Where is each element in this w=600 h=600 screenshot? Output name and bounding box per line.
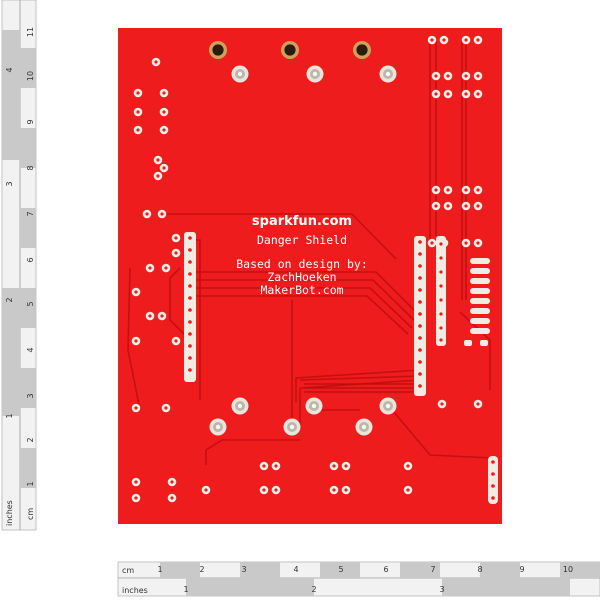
board-name-label: Danger Shield: [257, 233, 347, 247]
svg-text:6: 6: [383, 565, 388, 574]
chip-pin-strip: [414, 236, 446, 396]
svg-text:3: 3: [5, 181, 14, 186]
svg-text:inches: inches: [122, 586, 148, 595]
svg-text:cm: cm: [122, 566, 134, 575]
svg-text:3: 3: [26, 393, 35, 398]
svg-text:6: 6: [26, 257, 35, 262]
hex-nut: [209, 41, 227, 59]
svg-text:10: 10: [26, 71, 35, 81]
svg-text:5: 5: [338, 565, 343, 574]
svg-text:8: 8: [26, 165, 35, 170]
svg-text:4: 4: [5, 67, 14, 72]
pcb-traces: [127, 40, 493, 465]
hex-nut: [353, 41, 371, 59]
svg-text:2: 2: [5, 297, 14, 302]
credit-line-1: Based on design by:: [236, 257, 368, 271]
svg-text:11: 11: [26, 27, 35, 37]
svg-text:1: 1: [157, 565, 162, 574]
credit-line-2: ZachHoeken: [267, 270, 336, 284]
pin-header-strip: [184, 232, 196, 382]
svg-text:7: 7: [26, 211, 35, 216]
svg-text:2: 2: [26, 437, 35, 442]
svg-text:1: 1: [26, 481, 35, 486]
left-ruler: cm inches 1 2 3 4 5 6 7 8 9 10 11 1 2 3 …: [1, 0, 37, 531]
smd-pads: [470, 258, 498, 504]
svg-text:9: 9: [519, 565, 524, 574]
hex-nut: [281, 41, 299, 59]
svg-text:4: 4: [293, 565, 298, 574]
svg-text:4: 4: [26, 347, 35, 352]
brand-label: sparkfun.com: [252, 214, 352, 229]
credit-line-3: MakerBot.com: [260, 283, 343, 297]
svg-text:7: 7: [430, 565, 435, 574]
svg-text:3: 3: [241, 565, 246, 574]
svg-text:1: 1: [5, 413, 14, 418]
svg-text:5: 5: [26, 301, 35, 306]
svg-text:1: 1: [183, 585, 188, 594]
svg-text:cm: cm: [26, 508, 35, 520]
svg-text:9: 9: [26, 119, 35, 124]
svg-text:2: 2: [311, 585, 316, 594]
svg-text:inches: inches: [5, 500, 14, 526]
svg-text:2: 2: [199, 565, 204, 574]
svg-text:8: 8: [477, 565, 482, 574]
bottom-ruler: cm inches 1 2 3 4 5 6 7 8 9 10 1 2 3: [117, 561, 600, 597]
svg-text:10: 10: [563, 565, 573, 574]
svg-text:3: 3: [439, 585, 444, 594]
